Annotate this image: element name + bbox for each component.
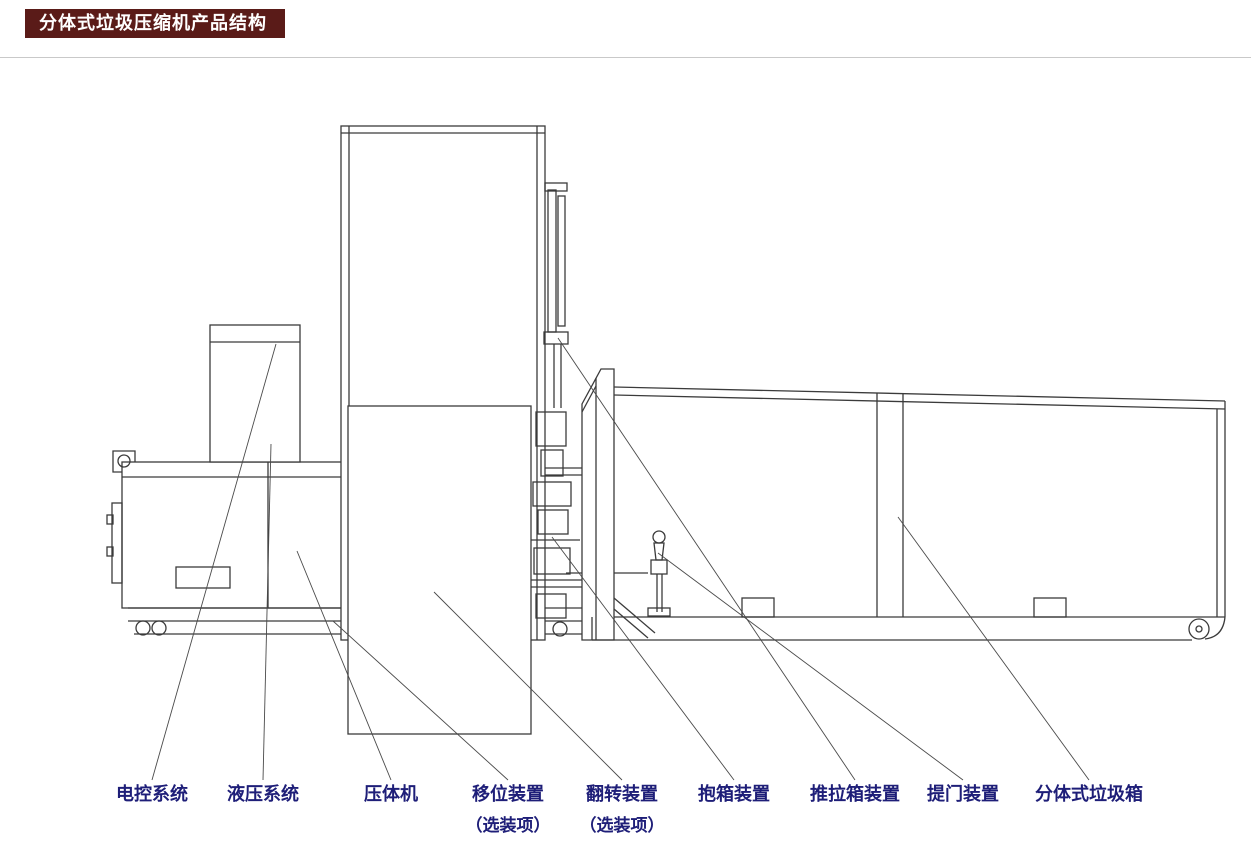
leader-line (433, 591, 623, 781)
diagram-label: 移位装置 (472, 784, 544, 804)
leader-line (332, 620, 509, 781)
section-divider (0, 57, 1251, 58)
diagram-label: 分体式垃圾箱 (1035, 784, 1143, 804)
leader-line (557, 337, 856, 781)
leader-line (296, 550, 392, 781)
diagram-label: 抱箱装置 (698, 784, 770, 804)
leader-line (262, 443, 272, 781)
leader-line (551, 536, 735, 781)
leader-line (657, 552, 964, 781)
diagram-label: 电控系统 (116, 784, 188, 804)
diagram-sublabel: （选装项） (465, 816, 551, 835)
page-title: 分体式垃圾压缩机产品结构 (39, 13, 267, 33)
diagram-label: 提门装置 (927, 784, 999, 804)
leader-line (151, 343, 277, 781)
diagram-sublabel: （选装项） (579, 816, 665, 835)
leader-line (897, 516, 1090, 781)
header-bar: 分体式垃圾压缩机产品结构 (25, 9, 285, 38)
diagram-label: 压体机 (364, 784, 418, 804)
diagram-label: 液压系统 (227, 784, 299, 804)
diagram-label: 翻转装置 (586, 784, 658, 804)
diagram-label: 推拉箱装置 (810, 784, 900, 804)
